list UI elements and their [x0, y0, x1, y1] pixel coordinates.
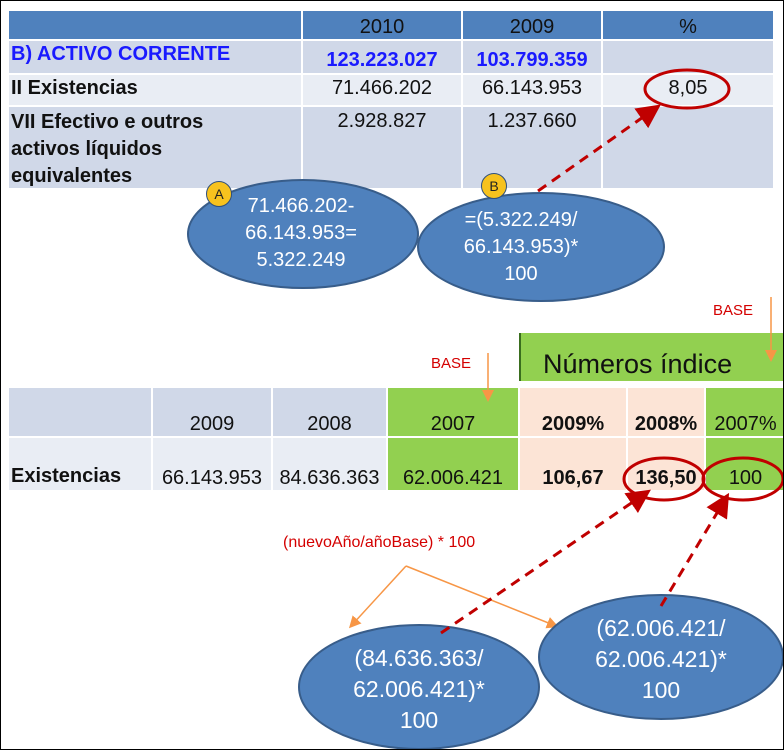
cell-existencias-2010: 71.466.202 [303, 75, 461, 105]
bubble-right-line: 100 [641, 677, 681, 703]
bottom-header-empty [9, 388, 151, 436]
header-pct: % [603, 11, 773, 39]
bubble-b-text: =(5.322.249/ 66.143.953)* 100 [441, 207, 601, 288]
bubble-a-text: 71.466.202- 66.143.953= 5.322.249 [201, 193, 401, 274]
bubble-right-text: (62.006.421/ 62.006.421)* 100 [561, 613, 761, 706]
header-2010: 2010 [303, 11, 461, 39]
formula-arrow-left [348, 565, 407, 629]
cell-efectivo-2010: 2.928.827 [303, 107, 461, 188]
bubble-b-line: =(5.322.249/ [464, 209, 578, 231]
highlight-8-05 [643, 68, 731, 110]
bubble-a-line: 5.322.249 [256, 249, 346, 271]
highlight-100 [701, 456, 783, 502]
bottom-cell-2009: 66.143.953 [153, 438, 271, 490]
header-2009: 2009 [463, 11, 601, 39]
bottom-cell-2008: 84.636.363 [273, 438, 386, 490]
row-label-existencias: II Existencias [9, 75, 301, 105]
cell-existencias-2009: 66.143.953 [463, 75, 601, 105]
bubble-b-line: 66.143.953)* [463, 236, 579, 258]
bottom-header-2008: 2008 [273, 388, 386, 436]
dashed-arrow-right [659, 492, 730, 607]
bottom-header-2009pct: 2009% [520, 388, 626, 436]
base-label-2007-index: BASE [713, 302, 754, 319]
cell-efectivo-pct [603, 107, 773, 188]
badge-b: B [481, 173, 507, 199]
bottom-header-2007pct: 2007% [706, 388, 783, 436]
cell-activo-2010: 123.223.027 [303, 41, 461, 73]
base-label-2007: BASE [431, 355, 472, 372]
bottom-row-label: Existencias [9, 438, 151, 490]
bottom-cell-2007: 62.006.421 [388, 438, 518, 490]
bottom-cell-2009pct: 106,67 [520, 438, 626, 490]
bottom-cell-2008pct: 136,50 [628, 438, 704, 490]
bottom-header-2008pct: 2008% [628, 388, 704, 436]
header-cell-empty [9, 11, 301, 39]
bubble-a-shape [187, 179, 419, 289]
badge-a: A [206, 181, 232, 207]
bubble-right-shape [538, 594, 783, 720]
index-numbers-title: Números índice [519, 333, 783, 381]
bubble-right-line: 62.006.421)* [595, 646, 727, 672]
cell-activo-2009: 103.799.359 [463, 41, 601, 73]
bubble-left-line: (84.636.363/ [354, 645, 484, 671]
bottom-header-2009: 2009 [153, 388, 271, 436]
bubble-left-line: 62.006.421)* [353, 676, 485, 702]
highlight-136-50 [622, 456, 706, 502]
bottom-header-2007: 2007 [388, 388, 518, 436]
bubble-a-line: 71.466.202- [247, 195, 355, 217]
bubble-left-text: (84.636.363/ 62.006.421)* 100 [319, 643, 519, 736]
bubble-left-shape [298, 624, 540, 749]
bubble-b-line: 100 [504, 263, 538, 285]
row-label-activo-corrente: B) ACTIVO CORRENTE [9, 41, 301, 73]
bubble-left-line: 100 [399, 707, 439, 733]
bubble-right-line: (62.006.421/ [596, 615, 726, 641]
formula-label: (nuevoAño/añoBase) * 100 [283, 534, 476, 551]
dashed-arrow-b [537, 104, 661, 193]
cell-existencias-pct: 8,05 [603, 75, 773, 105]
row-label-efectivo: VII Efectivo e outros activos líquidos e… [9, 107, 301, 188]
bubble-a-line: 66.143.953= [245, 222, 357, 244]
bubble-b-shape [417, 192, 665, 302]
formula-arrow-right [405, 565, 559, 629]
cell-activo-pct [603, 41, 773, 73]
dashed-arrow-left [440, 489, 651, 635]
bottom-cell-2007pct: 100 [706, 438, 783, 490]
